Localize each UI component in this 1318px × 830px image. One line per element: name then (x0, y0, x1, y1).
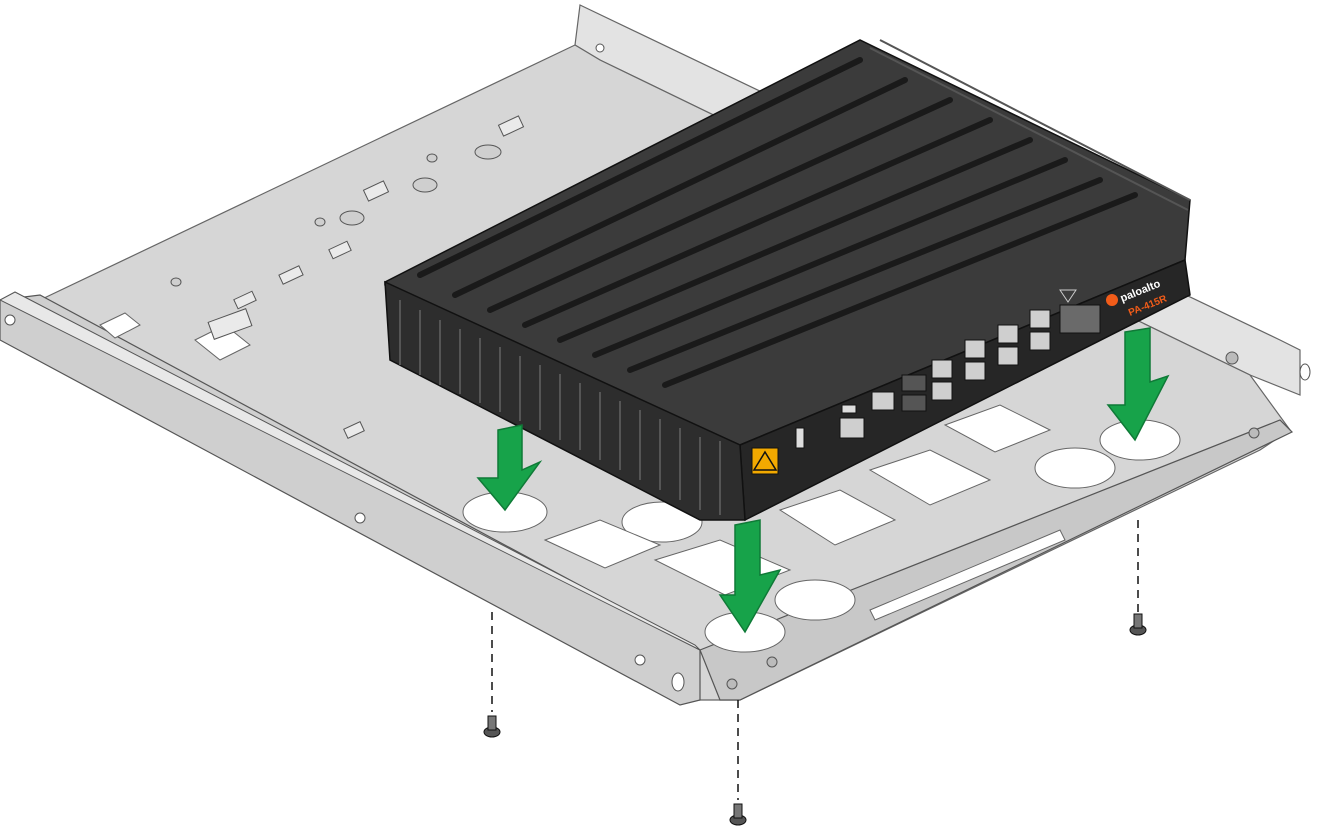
green-down-arrow-icon (1106, 327, 1170, 442)
rail-hole (4, 314, 16, 326)
tray-tabs (207, 115, 525, 439)
flange-screw (1248, 427, 1260, 439)
tray-cutout-rect (868, 449, 992, 506)
firewall-device: paloalto PA-415R (384, 39, 1191, 522)
screw-icon (1129, 613, 1147, 636)
green-down-arrow-icon (476, 424, 543, 512)
hot-surface-warning-icon (751, 447, 779, 475)
warning-icon (1059, 289, 1077, 303)
tray-front-rail (0, 294, 701, 706)
rj45-ports (839, 309, 1051, 439)
sfp-port (901, 394, 927, 412)
flange-screw (766, 656, 778, 668)
usb-port (795, 427, 805, 449)
rj45-port (964, 361, 986, 381)
tray-cutout-rect (943, 404, 1052, 453)
rj45-port (931, 359, 953, 379)
tray-front-rail-top (0, 291, 701, 651)
standoffs (170, 144, 502, 287)
rail-hole (634, 654, 646, 666)
screw-icon (729, 803, 747, 826)
rail-slot (1299, 363, 1311, 381)
tray-cutout (774, 579, 856, 621)
rj45-port (1029, 309, 1051, 329)
power-terminal (1059, 304, 1101, 334)
rj45-port (839, 417, 865, 439)
sfp-port (901, 374, 927, 392)
flange-screw (726, 678, 738, 690)
tray-cutout-rect (778, 489, 897, 546)
rj45-port (931, 381, 953, 401)
green-down-arrow-icon (718, 519, 782, 634)
screw-icon (483, 715, 501, 738)
rj45-port (1029, 331, 1051, 351)
rail-hole (354, 512, 366, 524)
flange-screw (1225, 351, 1239, 365)
rj45-port (871, 391, 895, 411)
tray-cutout-rect (869, 529, 1066, 621)
tray-cutout (621, 501, 703, 543)
tray-cutout-rect (99, 312, 141, 339)
tray-cutout (1034, 447, 1116, 489)
paloalto-logo-icon (1106, 294, 1118, 306)
back-heatsink-fins (869, 39, 1191, 211)
device-top-vents (417, 57, 1138, 388)
heatsink-fins (399, 300, 721, 515)
device-side-fins (384, 280, 746, 521)
tray-cutout-rect (543, 519, 662, 569)
rj45-port (964, 339, 986, 359)
sfp-ports (901, 374, 927, 412)
rj45-port (997, 346, 1019, 366)
rj45-port (997, 324, 1019, 344)
rail-slot (671, 672, 685, 692)
console-port (841, 404, 857, 414)
screw-guide-lines (491, 520, 1139, 800)
rail-hole (595, 43, 605, 53)
